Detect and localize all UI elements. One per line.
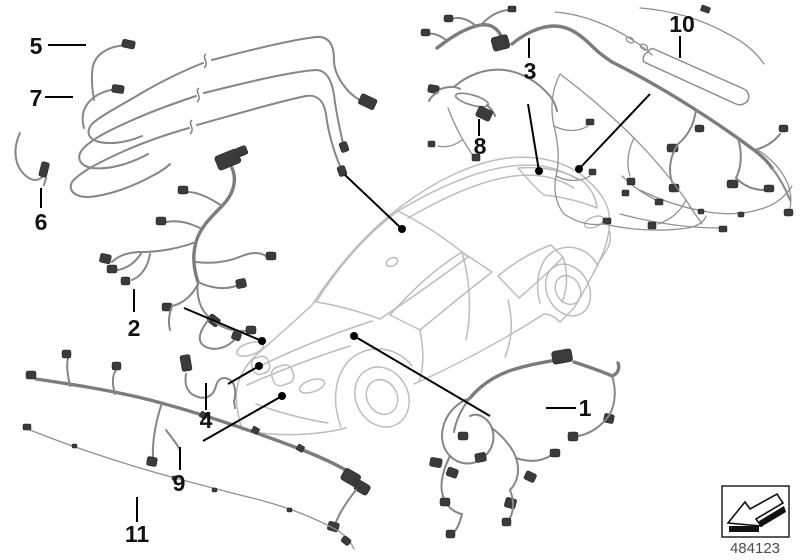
harness-2 bbox=[99, 145, 277, 350]
callout-label-6[interactable]: 6 bbox=[35, 209, 48, 235]
callout-label-1[interactable]: 1 bbox=[579, 395, 592, 421]
location-dot bbox=[350, 332, 358, 340]
harness-1 bbox=[429, 348, 621, 539]
location-dot bbox=[278, 392, 286, 400]
part-number: 484123 bbox=[730, 540, 780, 557]
cable-break-icon bbox=[189, 119, 193, 135]
callout-label-5[interactable]: 5 bbox=[30, 33, 43, 59]
harness-11 bbox=[22, 423, 355, 550]
harness-8 bbox=[427, 68, 558, 122]
callout-label-4[interactable]: 4 bbox=[200, 407, 213, 433]
harness-9 bbox=[25, 349, 371, 533]
car-outline bbox=[235, 156, 612, 436]
cable-break-icon bbox=[196, 87, 200, 103]
location-dot bbox=[258, 337, 266, 345]
callout-label-2[interactable]: 2 bbox=[128, 315, 141, 341]
direction-arrow-icon bbox=[726, 492, 786, 532]
legend: 484123 bbox=[721, 485, 790, 557]
callout-label-10[interactable]: 10 bbox=[669, 11, 695, 37]
callout-label-8[interactable]: 8 bbox=[474, 133, 487, 159]
callout-label-9[interactable]: 9 bbox=[173, 470, 186, 496]
capsule-outline bbox=[642, 47, 750, 106]
location-dot bbox=[535, 167, 543, 175]
harness-5-7-cables bbox=[69, 35, 378, 198]
callout-label-3[interactable]: 3 bbox=[524, 58, 537, 84]
callout-label-7[interactable]: 7 bbox=[30, 85, 43, 111]
cable-break-icon bbox=[203, 53, 207, 69]
harness-10 bbox=[554, 4, 794, 233]
location-dot bbox=[255, 362, 263, 370]
location-dot bbox=[575, 165, 583, 173]
harness-3 bbox=[420, 5, 614, 64]
callouts: 1 2 3 4 5 6 7 8 9 10 11 bbox=[30, 11, 695, 547]
leader-lines bbox=[40, 36, 681, 522]
location-dot bbox=[398, 225, 406, 233]
body-wiring-network bbox=[427, 73, 707, 231]
harness-4 bbox=[179, 354, 237, 409]
harness-6 bbox=[14, 132, 50, 186]
callout-label-11[interactable]: 11 bbox=[125, 521, 150, 547]
